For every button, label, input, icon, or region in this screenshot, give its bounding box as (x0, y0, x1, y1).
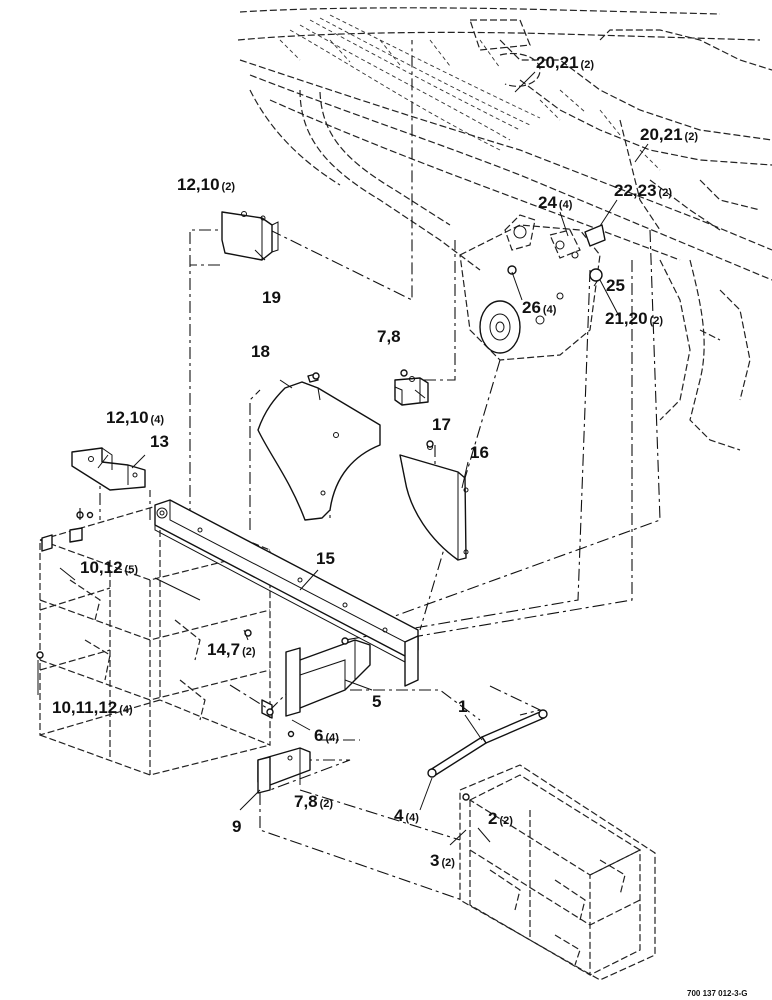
hinge-bracket-5 (285, 639, 371, 717)
callout-17: 17 (432, 415, 451, 434)
bracket-13 (71, 447, 146, 491)
callout-3: 3(2) (430, 851, 455, 870)
callout-24: 24(4) (538, 193, 573, 212)
callout-12-10-mid: 12,10(4) (106, 408, 164, 427)
callout-21-20: 21,20(2) (605, 309, 663, 328)
callout-25: 25 (606, 276, 625, 295)
callout-labels: 20,21(2) 20,21(2) 22,23(2) 24(4) 25 26(4… (52, 53, 698, 870)
callout-leaders (37, 71, 649, 846)
callout-12-10-top: 12,10(2) (177, 175, 235, 194)
callout-18: 18 (251, 342, 270, 361)
callout-22-23: 22,23(2) (614, 181, 672, 200)
channel-15 (154, 499, 419, 687)
callout-9: 9 (232, 817, 241, 836)
callout-5: 5 (372, 692, 381, 711)
callout-7-8-top: 7,8 (377, 327, 401, 346)
shield-16 (399, 444, 469, 561)
gas-strut-1 (427, 709, 548, 778)
hardware (86, 369, 434, 738)
callout-4: 4(4) (394, 806, 419, 825)
callout-1: 1 (458, 697, 467, 716)
exploded-view-lines (79, 40, 661, 901)
bracket-19 (221, 211, 279, 261)
callout-10-11-12: 10,11,12(4) (52, 698, 133, 717)
shield-18 (257, 373, 381, 521)
callout-20-21-mid: 20,21(2) (640, 125, 698, 144)
left-box-assembly (36, 504, 273, 776)
callout-7-8-bot: 7,8(2) (294, 792, 333, 811)
callout-10-12: 10,12(5) (80, 558, 138, 577)
callout-20-21-top: 20,21(2) (536, 53, 594, 72)
latch-bracket-9 (257, 747, 311, 794)
callout-19: 19 (262, 288, 281, 307)
bracket-17 (394, 376, 429, 406)
machine-frame (237, 7, 772, 451)
callout-2: 2(2) (488, 809, 513, 828)
drive-hub-assembly (459, 214, 606, 361)
callout-6: 6(4) (314, 726, 339, 745)
drawing-reference-number: 700 137 012-3-G (687, 989, 748, 998)
callout-16: 16 (470, 443, 489, 462)
right-box-assembly (459, 764, 656, 981)
callout-15: 15 (316, 549, 335, 568)
callout-14-7: 14,7(2) (207, 640, 256, 659)
callout-26: 26(4) (522, 298, 557, 317)
callout-13: 13 (150, 432, 169, 451)
